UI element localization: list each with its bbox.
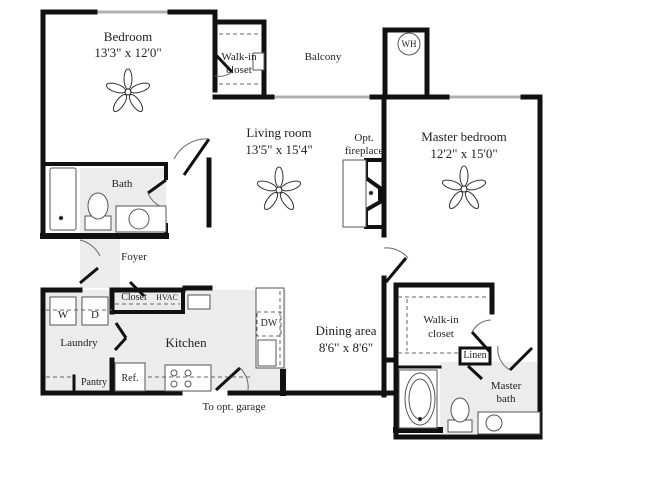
ceiling-fan-icon [441,165,487,210]
living-room-name: Living room [246,125,312,140]
fireplace-label-a: Opt. [354,132,374,144]
master-bedroom-dimensions: 12'2" x 15'0" [430,146,498,161]
dining-area-dimensions: 8'6" x 8'6" [318,340,374,355]
washer-label: W [57,309,69,321]
balcony-label: Balcony [304,51,342,63]
ceiling-fan-icon [105,68,151,113]
hvac-label: HVAC [156,293,178,302]
walkin-closet-1-label-b: closet [226,64,252,76]
master-bedroom-name: Master bedroom [421,129,507,144]
walls [40,9,543,440]
dashed-lines [46,33,490,378]
walkin-closet-1-label-a: Walk-in [221,51,257,63]
bedroom-name: Bedroom [103,29,153,44]
dishwasher-label: DW [260,318,278,329]
pantry-label: Pantry [80,377,108,388]
closet-label: Closet [121,292,147,303]
fixtures [49,32,541,435]
ceiling-fan-icon [256,166,302,211]
garage-note: To opt. garage [202,401,266,413]
walkin-closet-2-label-a: Walk-in [423,314,459,326]
windows [97,10,523,99]
kitchen-label: Kitchen [165,335,207,350]
water-heater-label: WH [401,39,417,49]
dining-area-name: Dining area [315,323,377,338]
doors [79,52,534,392]
dryer-label: D [91,309,99,321]
bedroom-dimensions: 13'3" x 12'0" [94,45,162,60]
walkin-closet-2-label-b: closet [428,328,454,340]
fireplace-label-b: fireplace [344,145,384,157]
linen-label: Linen [463,350,487,361]
master-bath-label-a: Master [490,380,522,392]
foyer-label: Foyer [121,251,147,263]
laundry-label: Laundry [60,337,98,349]
living-room-dimensions: 13'5" x 15'4" [245,142,313,157]
master-bath-label-b: bath [496,393,516,405]
refrigerator-label: Ref. [121,373,139,384]
bath-label: Bath [111,178,133,190]
